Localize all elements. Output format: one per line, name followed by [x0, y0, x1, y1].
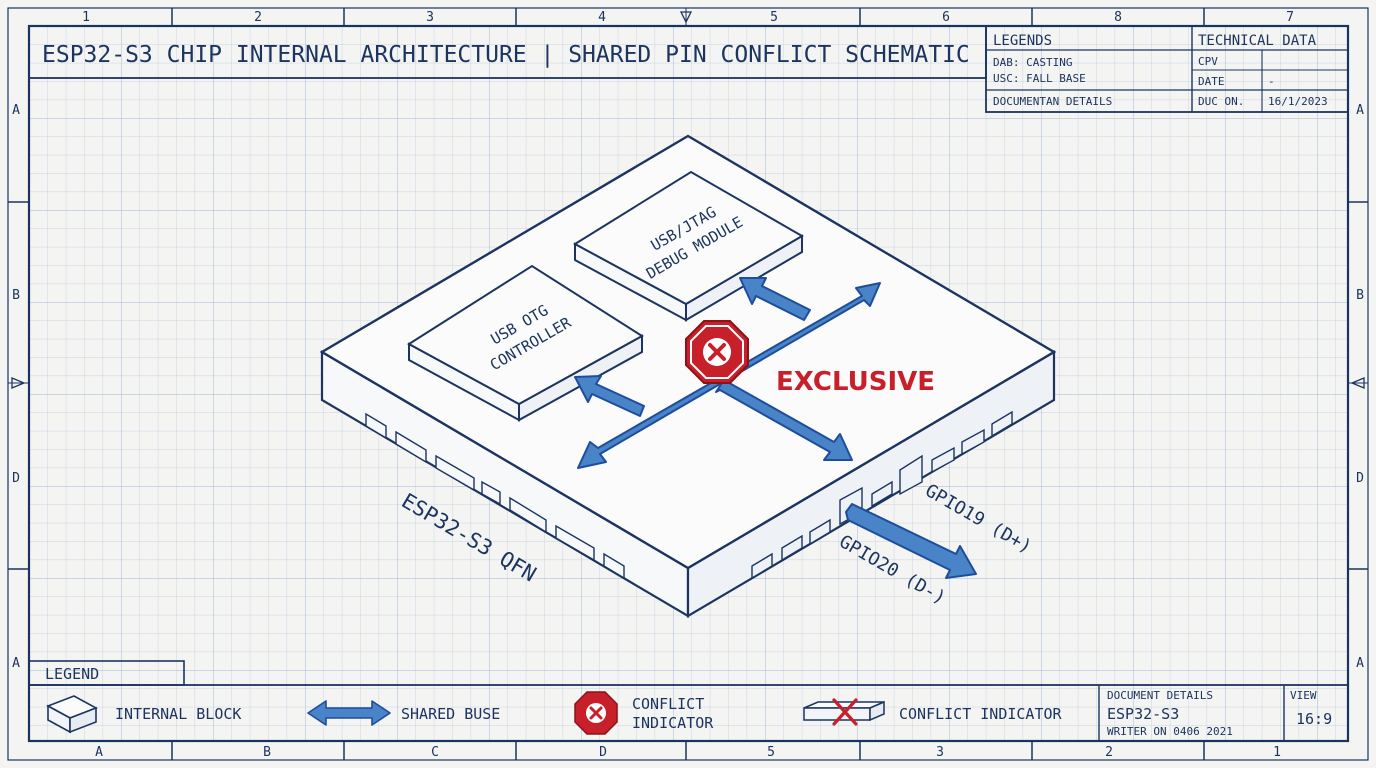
otg-branch-arrow: [574, 375, 645, 417]
branch-bus-arrow: [715, 379, 853, 461]
doc-details-name: ESP32-S3: [1107, 705, 1179, 723]
title-block: LEGENDS DAB: CASTING USC: FALL BASE DOCU…: [985, 25, 1349, 113]
tech-value: 16/1/2023: [1268, 95, 1328, 108]
gpio-arrow: [845, 503, 977, 579]
legend-bar: LEGEND INTERNAL BLOCK SHARED BUSE CONFLI…: [28, 660, 1349, 742]
view-header: VIEW: [1290, 689, 1317, 702]
top-number: 1: [82, 10, 90, 25]
legends-header: LEGENDS: [993, 33, 1052, 49]
technical-header: TECHNICAL DATA: [1198, 33, 1317, 49]
legend-internal-block: INTERNAL BLOCK: [115, 705, 241, 723]
bottom-label: C: [431, 745, 439, 760]
page-title: ESP32-S3 CHIP INTERNAL ARCHITECTURE | SH…: [42, 42, 970, 68]
side-letter: A: [1356, 656, 1364, 671]
legend-conflict-line1: CONFLICT: [632, 695, 704, 713]
side-letter: A: [12, 103, 20, 118]
top-number: 5: [770, 10, 778, 25]
bottom-label: 2: [1105, 745, 1113, 760]
side-letter: A: [1356, 103, 1364, 118]
doc-details-header: DOCUMENT DETAILS: [1107, 689, 1213, 702]
documentan-details: DOCUMENTAN DETAILS: [993, 95, 1112, 108]
center-mark-left: [11, 377, 26, 389]
pin-pads-left: [365, 412, 625, 580]
top-number: 8: [1114, 10, 1122, 25]
doc-details-writer: WRITER ON 0406 2021: [1107, 725, 1233, 738]
side-letter: B: [12, 288, 20, 303]
tech-label: DATE: [1198, 75, 1225, 88]
legend-tab-label: LEGEND: [45, 665, 99, 683]
side-letter: D: [1356, 471, 1364, 486]
shared-bus-icon: [307, 700, 391, 726]
bottom-label: D: [599, 745, 607, 760]
tech-label: CPV: [1198, 55, 1218, 68]
bottom-label: B: [263, 745, 271, 760]
tech-label: DUC ON.: [1198, 95, 1244, 108]
crossed-block-icon: [803, 698, 885, 726]
top-number: 6: [942, 10, 950, 25]
top-number: 2: [254, 10, 262, 25]
bottom-label: 1: [1273, 745, 1281, 760]
bottom-label: 5: [767, 745, 775, 760]
conflict-stop-icon: [685, 320, 749, 384]
side-letter: D: [12, 471, 20, 486]
bottom-label: 3: [936, 745, 944, 760]
top-ruler: 1 2 3 4 5 6 8 7: [82, 8, 1294, 26]
right-ruler: A B D A: [1348, 103, 1368, 671]
tech-value: -: [1268, 75, 1275, 88]
legend-shared-bus: SHARED BUSE: [401, 705, 500, 723]
legend-conflict-indicator: CONFLICT INDICATOR: [899, 705, 1063, 723]
top-number: 7: [1286, 10, 1294, 25]
internal-block-icon: [46, 695, 98, 734]
conflict-stop-legend-icon: [574, 691, 618, 735]
side-letter: A: [12, 656, 20, 671]
legend-conflict-line2: INDICATOR: [632, 714, 714, 732]
left-ruler: A B D A: [8, 103, 29, 671]
top-number: 3: [426, 10, 434, 25]
legends-line: USC: FALL BASE: [993, 72, 1086, 85]
bottom-ruler: A B C D 5 3 2 1: [95, 741, 1281, 760]
jtag-branch-arrow: [739, 277, 811, 321]
bottom-label: A: [95, 745, 103, 760]
outer-border: [7, 7, 1369, 761]
view-value: 16:9: [1296, 710, 1332, 728]
side-letter: B: [1356, 288, 1364, 303]
usb-jtag-debug-block: USB/JTAG DEBUG MODULE: [573, 170, 804, 322]
top-number: 4: [598, 10, 606, 25]
legends-line: DAB: CASTING: [993, 56, 1072, 69]
title-strip: ESP32-S3 CHIP INTERNAL ARCHITECTURE | SH…: [28, 25, 987, 79]
exclusive-label: EXCLUSIVE: [776, 367, 935, 397]
center-mark-right: [1350, 377, 1365, 389]
